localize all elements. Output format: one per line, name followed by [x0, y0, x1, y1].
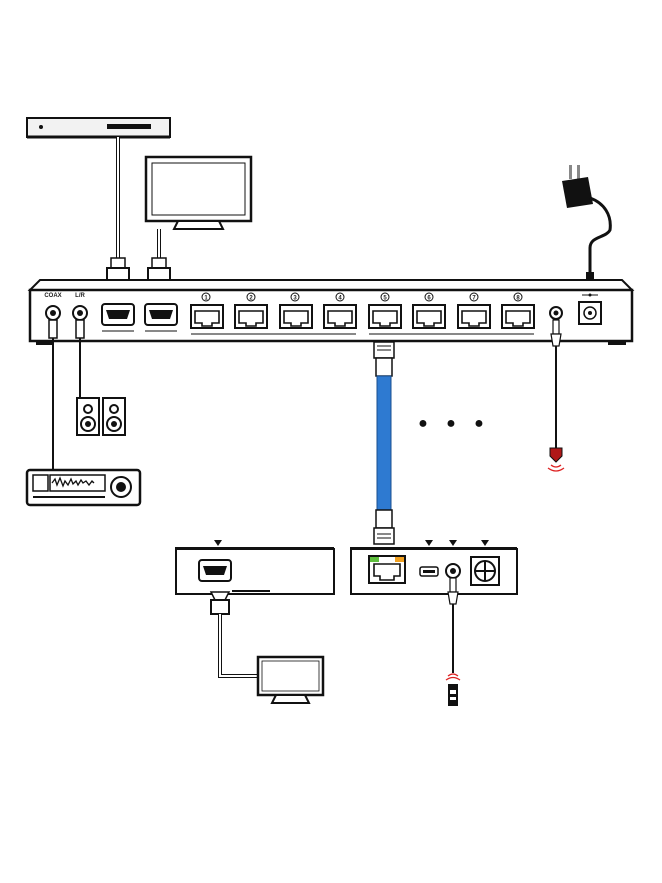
ir-emitter-cable [548, 320, 564, 471]
source-player-icon [27, 118, 170, 137]
audio-cable [76, 320, 84, 398]
more-receivers-dots: ● ● ● [418, 415, 484, 432]
av-receiver-icon [27, 470, 140, 505]
ir-port [550, 307, 562, 319]
remote-monitor-icon [258, 657, 323, 703]
speakers-icon [77, 398, 125, 435]
hdmi-cable-remote [211, 592, 260, 676]
ethernet-cable [374, 342, 394, 544]
dot: ● [474, 415, 484, 432]
receiver-main-box [350, 540, 517, 594]
receiver-hdmi-box [175, 540, 334, 594]
power-adapter-icon [562, 165, 610, 284]
coax-port [46, 306, 60, 320]
lr-label: L/R [75, 293, 85, 299]
audio-lr-port [73, 306, 87, 320]
dot: ● [418, 415, 428, 432]
hdmi-cable-source [107, 137, 129, 300]
coax-label: COAX [44, 293, 61, 299]
dot: ● [446, 415, 456, 432]
main-unit-panel: COAX L/R 1 2 3 [30, 280, 632, 345]
ir-receiver-cable [446, 578, 460, 706]
local-monitor-icon [146, 157, 251, 229]
